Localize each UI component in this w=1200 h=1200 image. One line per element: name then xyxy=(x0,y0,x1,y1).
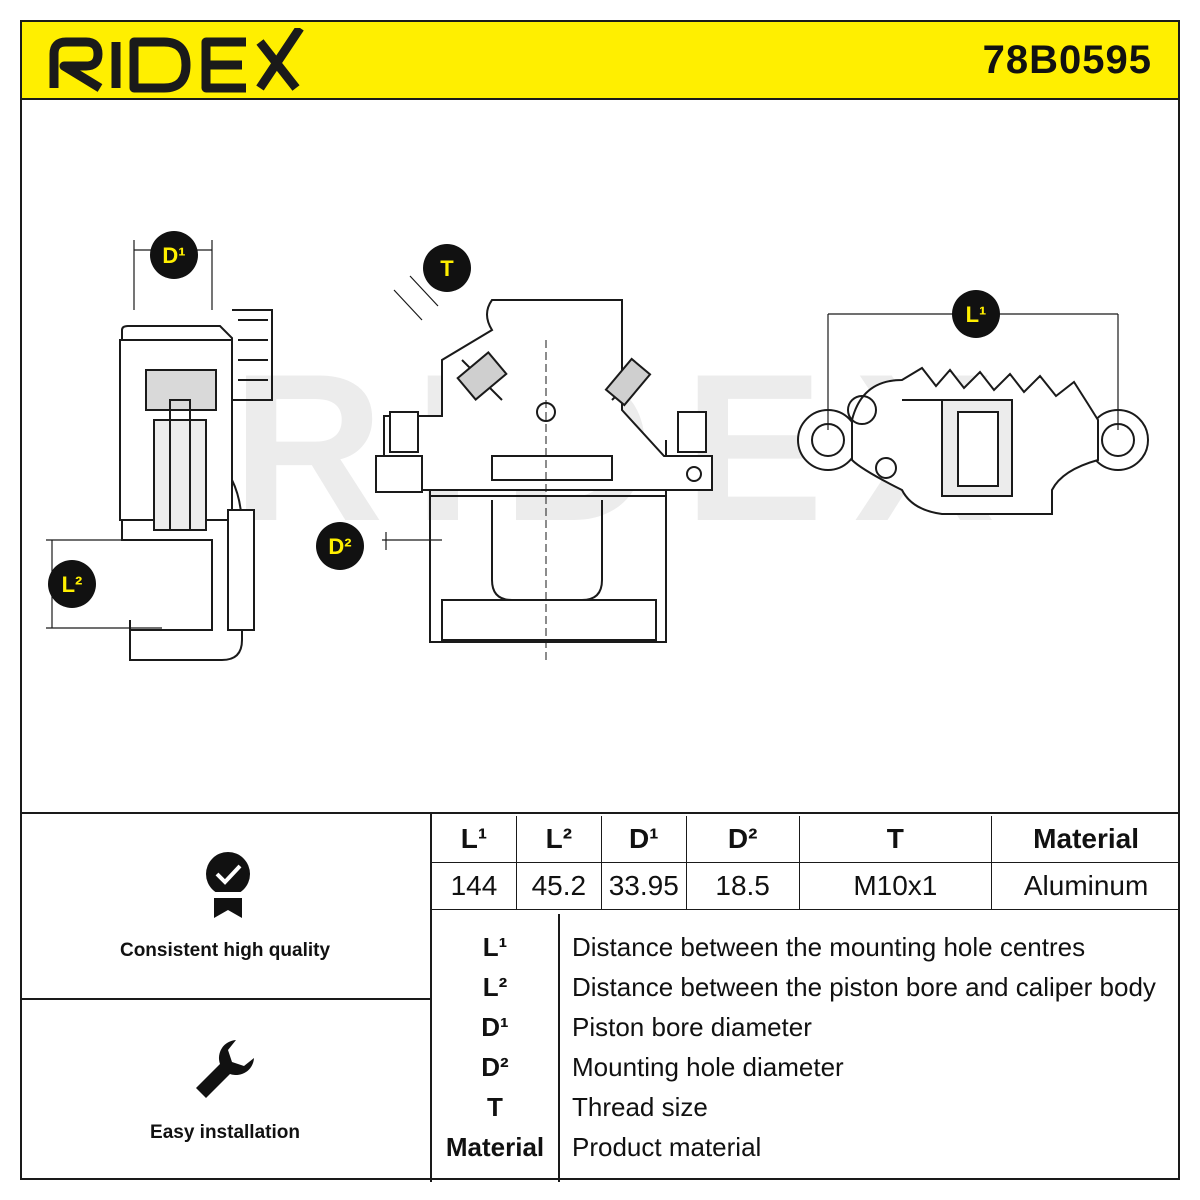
quality-badge-icon xyxy=(206,852,250,918)
legend-desc: Product material xyxy=(572,1132,762,1162)
label-t: T xyxy=(423,244,471,292)
legend-desc: Mounting hole diameter xyxy=(572,1052,844,1082)
legend-key: D¹ xyxy=(481,1012,509,1042)
spec-value-l2: 45.2 xyxy=(515,862,602,910)
legend-key: T xyxy=(487,1092,503,1122)
label-d1: D¹ xyxy=(150,231,198,279)
legend-key: L² xyxy=(482,972,508,1002)
wrench-icon xyxy=(196,1040,254,1098)
legend-desc: Distance between the mounting hole centr… xyxy=(572,932,1086,962)
legend-desc: Piston bore diameter xyxy=(572,1012,812,1042)
spec-value-l1: 144 xyxy=(431,862,517,910)
svg-text:T: T xyxy=(440,256,454,281)
brand-logo xyxy=(46,25,316,101)
label-d2: D² xyxy=(316,522,364,570)
info-section: Consistent high quality Easy installatio… xyxy=(20,812,1180,1182)
spec-header-material: Material xyxy=(991,816,1180,863)
spec-header-d1: D¹ xyxy=(600,816,687,863)
spec-header-l1: L¹ xyxy=(431,816,517,863)
svg-text:L¹: L¹ xyxy=(966,302,987,327)
legend-row: L² Distance between the piston bore and … xyxy=(432,972,1180,1012)
legend-divider xyxy=(558,914,560,1182)
feature-quality-label: Consistent high quality xyxy=(119,940,331,961)
feature-quality: Consistent high quality xyxy=(20,814,430,998)
spec-header-d2: D² xyxy=(685,816,800,863)
legend-key: D² xyxy=(481,1052,509,1082)
caliper-front-view xyxy=(375,275,713,660)
spec-header-t: T xyxy=(798,816,993,863)
legend-key: L¹ xyxy=(482,932,508,962)
header-bar: 78B0595 xyxy=(20,20,1180,100)
legend-row: L¹ Distance between the mounting hole ce… xyxy=(432,932,1180,972)
spec-value-row: 144 45.2 33.95 18.5 M10x1 Aluminum xyxy=(431,862,1180,910)
svg-text:L²: L² xyxy=(62,572,83,597)
legend-row: T Thread size xyxy=(432,1092,1180,1132)
spec-value-d1: 33.95 xyxy=(600,862,687,910)
legend: L¹ Distance between the mounting hole ce… xyxy=(432,914,1180,1182)
label-l1: L¹ xyxy=(952,290,1000,338)
technical-drawing: RIDEX xyxy=(22,100,1178,812)
label-l2: L² xyxy=(48,560,96,608)
spec-header-row: L¹ L² D¹ D² T Material xyxy=(431,816,1180,863)
caliper-side-view xyxy=(46,240,273,661)
spec-header-l2: L² xyxy=(515,816,602,863)
legend-row: Material Product material xyxy=(432,1132,1180,1172)
part-number: 78B0595 xyxy=(982,38,1152,82)
section-divider xyxy=(430,814,432,1182)
spec-value-material: Aluminum xyxy=(991,862,1180,910)
spec-value-d2: 18.5 xyxy=(685,862,800,910)
svg-text:D²: D² xyxy=(328,534,351,559)
legend-desc: Thread size xyxy=(572,1092,708,1122)
caliper-top-view xyxy=(797,313,1149,515)
svg-text:D¹: D¹ xyxy=(162,243,185,268)
legend-row: D¹ Piston bore diameter xyxy=(432,1012,1180,1052)
legend-desc: Distance between the piston bore and cal… xyxy=(572,972,1156,1002)
feature-divider xyxy=(20,998,430,1000)
spec-table: L¹ L² D¹ D² T Material 144 45.2 33.95 18… xyxy=(431,816,1180,910)
legend-row: D² Mounting hole diameter xyxy=(432,1052,1180,1092)
feature-installation: Easy installation xyxy=(20,1000,430,1184)
legend-key: Material xyxy=(445,1132,545,1162)
feature-installation-label: Easy installation xyxy=(150,1122,300,1143)
spec-value-t: M10x1 xyxy=(798,862,993,910)
